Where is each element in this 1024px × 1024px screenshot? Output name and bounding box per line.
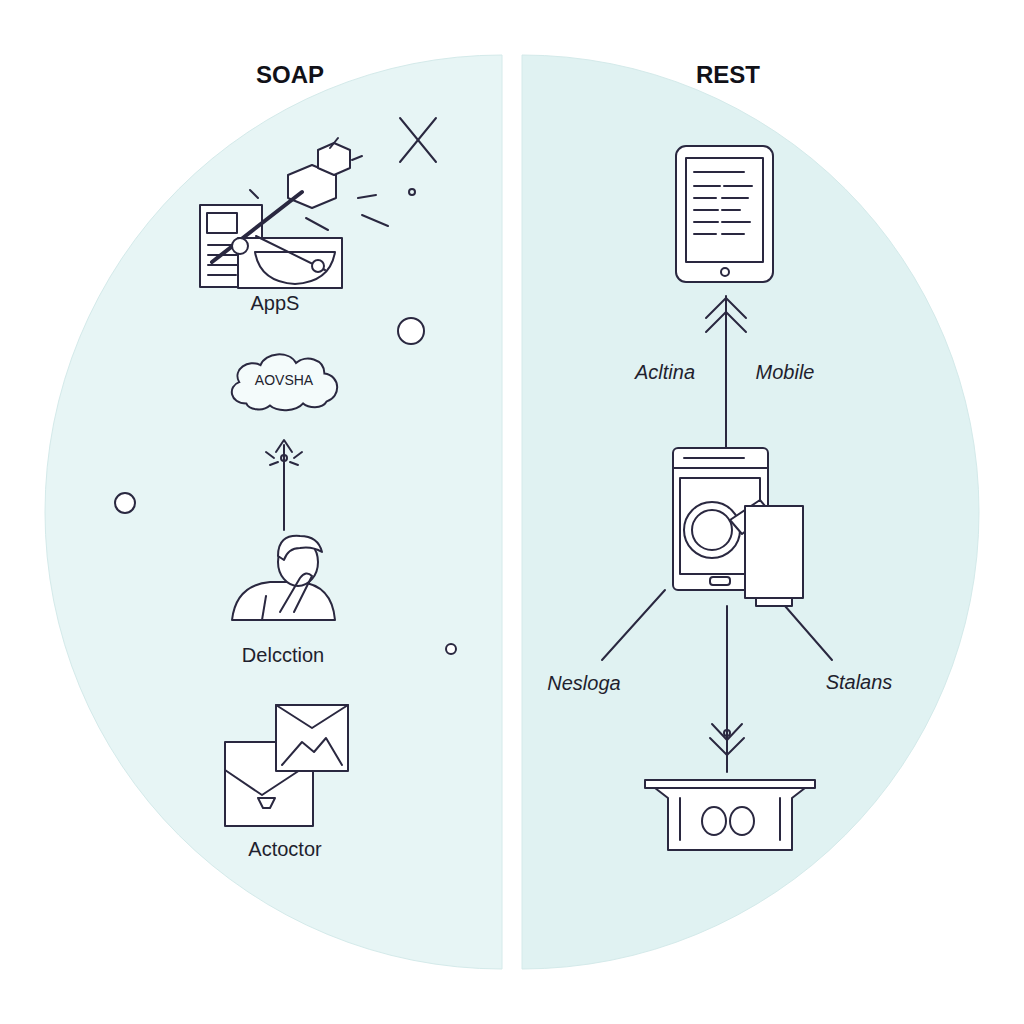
icon-label: Actoctor [248, 838, 321, 861]
tablet-icon [676, 146, 773, 282]
half-outline [522, 55, 979, 969]
storage-icon [645, 780, 815, 850]
section-band: SOAP AOVSHA [45, 55, 502, 969]
icon-label: Stalans [826, 671, 893, 694]
cloud-node: AOVSHA [225, 348, 343, 412]
rest-half [522, 55, 979, 969]
half-outline [45, 55, 502, 969]
icon-label: AppS [251, 292, 300, 315]
person-icon [232, 536, 335, 620]
icon-label: Acltina [635, 361, 695, 384]
icon-label: Delcction [242, 644, 324, 667]
cloud-label: AOVSHA [255, 372, 313, 388]
section-band: REST [522, 55, 979, 969]
icon-label: Nesloga [547, 672, 620, 695]
section-heading: SOAP [256, 61, 324, 89]
bubbles [115, 318, 456, 654]
icon-label: Mobile [756, 361, 815, 384]
envelope-icon [225, 705, 348, 826]
section-heading: REST [696, 61, 760, 89]
mobile-arrow [706, 296, 746, 448]
server-icon [673, 448, 803, 606]
apps-icon [200, 118, 436, 288]
uplink-arrow [266, 440, 302, 530]
branch-lines [602, 590, 832, 772]
soap-half [45, 55, 502, 969]
half-discs [45, 55, 979, 969]
